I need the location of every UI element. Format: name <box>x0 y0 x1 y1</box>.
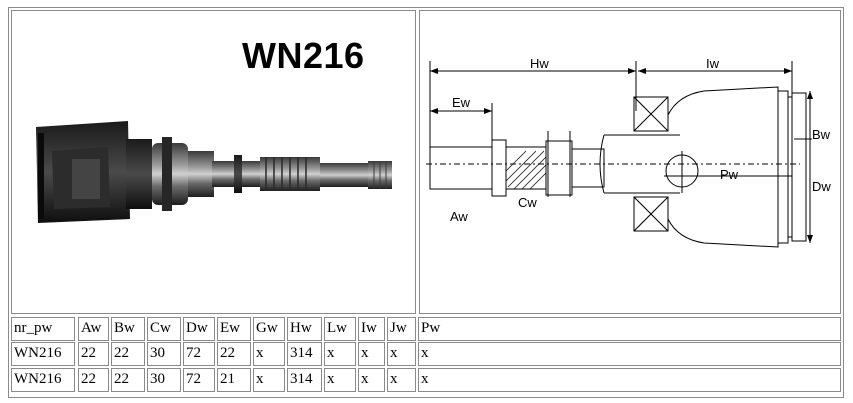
table-header-cell: Ew <box>217 317 251 341</box>
table-cell: 30 <box>147 368 181 392</box>
table-cell: 22 <box>217 342 251 366</box>
table-cell: x <box>387 368 416 392</box>
table-cell: 72 <box>183 368 215 392</box>
label-bw: Bw <box>812 127 831 142</box>
table-cell: x <box>358 368 385 392</box>
table-header-cell: Lw <box>324 317 356 341</box>
table-cell: 314 <box>287 368 322 392</box>
table-cell: 22 <box>111 368 145 392</box>
table-cell: 314 <box>287 342 322 366</box>
label-dw: Dw <box>812 179 831 194</box>
table-cell: x <box>253 368 285 392</box>
label-pw: Pw <box>720 167 739 182</box>
table-cell: 72 <box>183 342 215 366</box>
table-cell: x <box>387 342 416 366</box>
label-ew: Ew <box>452 95 471 110</box>
product-code: WN216 <box>242 35 365 76</box>
table-header-cell: Aw <box>78 317 109 341</box>
dimension-diagram: Hw Iw Ew Aw Cw Pw Bw Dw <box>426 56 831 248</box>
table-cell: WN216 <box>11 342 75 366</box>
table-header-cell: Pw <box>418 317 841 341</box>
table-cell: 21 <box>217 368 251 392</box>
drive-shaft-photo <box>36 121 392 223</box>
label-cw: Cw <box>518 195 537 210</box>
table-cell: x <box>253 342 285 366</box>
table-cell: 30 <box>147 342 181 366</box>
table-cell: x <box>418 368 841 392</box>
table-header-cell: nr_pw <box>11 317 75 341</box>
table-cell: x <box>324 368 356 392</box>
label-iw: Iw <box>706 56 720 71</box>
table-header-cell: Iw <box>358 317 385 341</box>
product-photo-panel: WN216 <box>11 10 416 314</box>
table-header-cell: Dw <box>183 317 215 341</box>
label-aw: Aw <box>450 209 468 224</box>
table-cell: x <box>418 342 841 366</box>
table-cell: x <box>358 342 385 366</box>
table-header-cell: Gw <box>253 317 285 341</box>
table-cell: WN216 <box>11 368 75 392</box>
table-cell: 22 <box>78 368 109 392</box>
table-cell: 22 <box>111 342 145 366</box>
table-cell: 22 <box>78 342 109 366</box>
table-header-cell: Bw <box>111 317 145 341</box>
table-header-cell: Hw <box>287 317 322 341</box>
label-hw: Hw <box>530 56 549 71</box>
page-frame <box>8 7 844 398</box>
table-cell: x <box>324 342 356 366</box>
table-header-cell: Cw <box>147 317 181 341</box>
dimension-diagram-panel: Hw Iw Ew Aw Cw Pw Bw Dw <box>419 10 841 314</box>
table-header-cell: Jw <box>387 317 416 341</box>
